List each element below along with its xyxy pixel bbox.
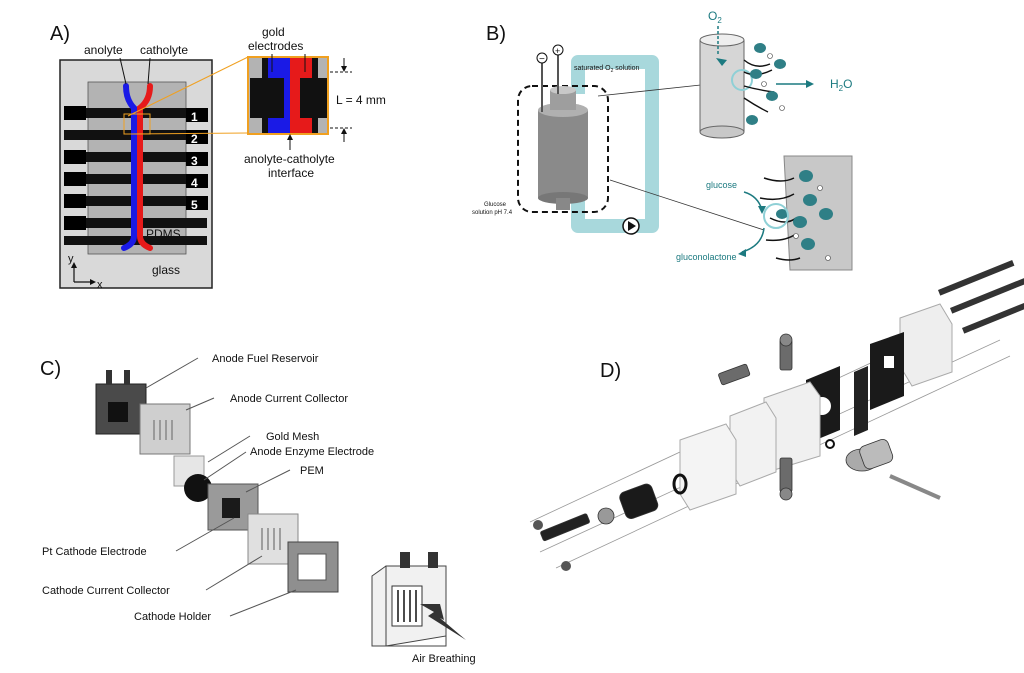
- callout-labels: Anode Fuel Reservoir Anode Current Colle…: [42, 353, 374, 623]
- pos-terminal-icon: [552, 44, 564, 56]
- pdms-label: PDMS: [146, 227, 181, 241]
- panel-b: B) saturated O2 solution − + Glucose sol…: [472, 9, 853, 271]
- panel-d: D): [529, 260, 1024, 571]
- gold-electrodes-label-1: gold: [262, 25, 285, 39]
- panel-c-letter: C): [40, 358, 61, 380]
- o2-tubing-loop: [571, 55, 659, 233]
- panel-d-letter: D): [600, 360, 621, 382]
- callout-pt-cathode-electrode: Pt Cathode Electrode: [42, 546, 147, 558]
- cathode-zoom: [699, 33, 786, 139]
- callout-pem: PEM: [300, 465, 324, 477]
- axis-x-label: x: [97, 279, 103, 291]
- air-breathing-label: Air Breathing: [412, 653, 476, 665]
- length-label: L = 4 mm: [336, 93, 386, 107]
- gluconolactone-label: gluconolactone: [676, 252, 737, 262]
- electrode-number-1: 1: [191, 110, 198, 124]
- panel-a-letter: A): [50, 23, 70, 45]
- anode-zoom: [759, 155, 853, 271]
- glucose-label: glucose: [706, 180, 737, 190]
- electrode-number-5: 5: [191, 198, 198, 212]
- catholyte-label: catholyte: [140, 43, 188, 57]
- electrode-number-2: 2: [191, 132, 198, 146]
- glucose-solution-label-2: solution pH 7.4: [472, 210, 513, 216]
- callout-cathode-holder: Cathode Holder: [134, 611, 211, 623]
- neg-terminal-label: −: [539, 54, 545, 65]
- callout-anode-enzyme-electrode: Anode Enzyme Electrode: [250, 446, 374, 458]
- h2o-label: H2O: [830, 77, 852, 93]
- callout-anode-fuel-reservoir: Anode Fuel Reservoir: [212, 353, 319, 365]
- o2-solution-label: saturated O2 solution: [574, 65, 640, 74]
- panel-c: C) Anode Fue: [40, 353, 476, 665]
- interface-label-2: interface: [268, 166, 314, 180]
- interface-label-1: anolyte-catholyte: [244, 152, 335, 166]
- electrode-number-labels: 1 2 3 4 5: [191, 110, 198, 212]
- axes-indicator: y x: [68, 253, 103, 291]
- electrode-number-3: 3: [191, 154, 198, 168]
- pos-terminal-label: +: [555, 46, 560, 56]
- panel-b-letter: B): [486, 23, 506, 45]
- assembled-cell: [371, 552, 466, 647]
- glass-label: glass: [152, 263, 180, 277]
- neg-terminal-icon: [536, 52, 548, 64]
- electrode-cylinder: [538, 86, 588, 210]
- panel-a: A) 1 2 3: [50, 23, 386, 291]
- o2-label: O2: [708, 9, 722, 25]
- glucose-solution-label-1: Glucose: [484, 202, 507, 208]
- bolts: [533, 260, 1024, 571]
- fittings: [540, 333, 941, 542]
- electrode-inset: [247, 56, 329, 135]
- catholyte-channel: [137, 83, 153, 251]
- anolyte-channel: [121, 83, 137, 251]
- callout-cathode-current-collector: Cathode Current Collector: [42, 585, 170, 597]
- callout-anode-current-collector: Anode Current Collector: [230, 393, 348, 405]
- gold-electrodes-label-2: electrodes: [248, 39, 303, 53]
- axis-y-label: y: [68, 253, 74, 265]
- zoom-line: [127, 56, 249, 117]
- electrode-number-4: 4: [191, 176, 198, 190]
- fuel-cell-stack: [95, 370, 339, 593]
- callout-gold-mesh: Gold Mesh: [266, 431, 319, 443]
- transparent-plates: [679, 303, 953, 511]
- anolyte-label: anolyte: [84, 43, 123, 57]
